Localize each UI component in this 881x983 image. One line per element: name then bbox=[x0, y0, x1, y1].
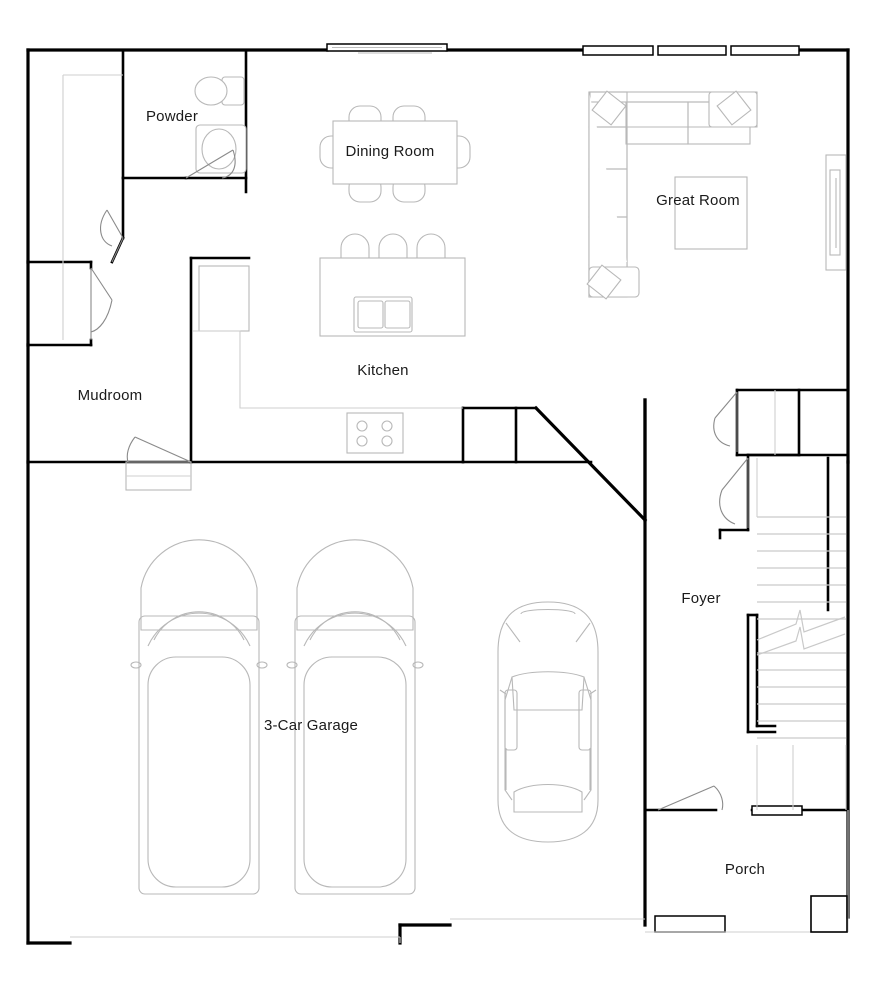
door-mudroom-garage bbox=[125, 436, 192, 491]
window-great-2 bbox=[657, 45, 727, 56]
pantry-closet bbox=[198, 265, 250, 332]
sink-vanity-fixture bbox=[195, 124, 247, 174]
room-label-dining: Dining Room bbox=[346, 143, 435, 160]
cooktop bbox=[346, 412, 404, 454]
room-label-foyer: Foyer bbox=[681, 590, 720, 607]
mudroom-closet-detail bbox=[62, 74, 123, 340]
door-front-entry bbox=[657, 785, 724, 811]
window-porch-south bbox=[654, 915, 726, 933]
window-great-1 bbox=[582, 45, 654, 56]
window-porch-north bbox=[751, 805, 803, 816]
toilet-fixture bbox=[194, 76, 245, 106]
room-label-garage: 3-Car Garage bbox=[264, 717, 358, 734]
garage-vehicles bbox=[130, 539, 599, 895]
double-sink bbox=[353, 296, 413, 333]
powder-room-fixtures bbox=[194, 76, 247, 174]
room-label-kitchen: Kitchen bbox=[357, 362, 408, 379]
room-label-great: Great Room bbox=[656, 192, 740, 209]
window-great-3 bbox=[730, 45, 800, 56]
door-closet-lower bbox=[90, 267, 113, 340]
door-powder bbox=[185, 149, 236, 179]
garage-doors bbox=[70, 918, 645, 943]
room-label-porch: Porch bbox=[725, 861, 765, 878]
suv-vehicle-1 bbox=[130, 539, 268, 895]
dining-set bbox=[319, 105, 471, 203]
door-foyer-closet bbox=[713, 391, 738, 452]
kitchen-furniture bbox=[193, 233, 466, 454]
porch-column bbox=[810, 895, 848, 933]
door-foyer-garage bbox=[719, 457, 749, 528]
porch-detail bbox=[645, 810, 849, 933]
coffee-table bbox=[674, 176, 748, 250]
staircase bbox=[756, 390, 847, 810]
dining-table bbox=[332, 120, 458, 185]
suv-vehicle-2 bbox=[286, 539, 424, 895]
fireplace-tv bbox=[825, 154, 847, 271]
door-closet-upper bbox=[100, 209, 124, 263]
windows bbox=[326, 43, 803, 933]
room-labels: Powder Dining Room Great Room Kitchen Mu… bbox=[78, 108, 765, 878]
sedan-vehicle bbox=[497, 601, 599, 843]
sliding-door-dining bbox=[326, 43, 448, 54]
room-label-powder: Powder bbox=[146, 108, 198, 125]
doors bbox=[90, 149, 749, 811]
great-room-furniture bbox=[586, 90, 847, 300]
room-label-mudroom: Mudroom bbox=[78, 387, 143, 404]
